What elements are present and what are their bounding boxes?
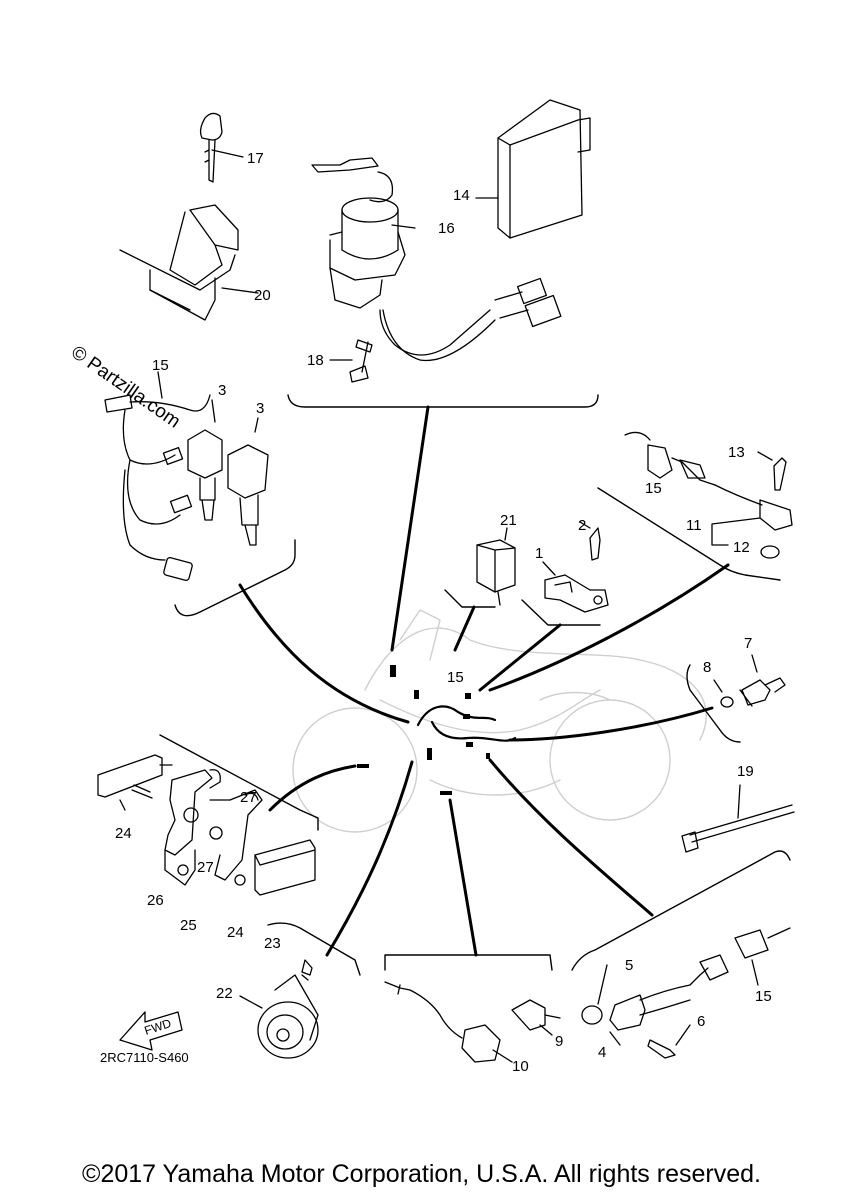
label-17: 17: [247, 150, 264, 167]
label-24-right: 24: [227, 924, 244, 941]
label-20: 20: [254, 287, 271, 304]
label-4: 4: [598, 1044, 606, 1061]
label-22: 22: [216, 985, 233, 1002]
holder-part-20: [119, 204, 259, 321]
label-2: 2: [578, 517, 586, 534]
label-24-left: 24: [115, 825, 132, 842]
label-8: 8: [703, 659, 711, 676]
sensor-part-4: [581, 927, 791, 1059]
label-10: 10: [512, 1058, 529, 1075]
callout-leaders: [238, 405, 730, 957]
main-switch-part-16: [311, 157, 562, 383]
bike-component-marks: [357, 665, 490, 795]
label-18: 18: [307, 352, 324, 369]
watermark: © Partzilla.com: [67, 342, 184, 433]
horn-part-22: [239, 959, 319, 1059]
ignition-coil-cluster: [104, 371, 269, 582]
diagram-code: 2RC7110-S460: [100, 1050, 189, 1065]
sender-part-7: [713, 654, 786, 708]
label-27-lower: 27: [197, 859, 214, 876]
label-15-topleft: 15: [152, 357, 169, 374]
label-26: 26: [147, 892, 164, 909]
label-19: 19: [737, 763, 754, 780]
motorcycle-outline: [292, 609, 707, 833]
reflector-assembly: [97, 754, 316, 896]
sensor-part-11: [624, 431, 793, 559]
label-1: 1: [535, 545, 543, 562]
key-part-17: [199, 112, 244, 183]
label-15-center: 15: [447, 669, 464, 686]
forward-direction-arrow: [119, 1011, 183, 1051]
center-wiring: [416, 705, 517, 742]
label-25: 25: [180, 917, 197, 934]
label-3-left: 3: [218, 382, 226, 399]
relay-part-21: [476, 527, 516, 606]
label-3-right: 3: [256, 400, 264, 417]
ecu-part-14: [475, 99, 591, 239]
cable-tie-part-19: [681, 784, 795, 853]
label-23: 23: [264, 935, 281, 952]
sensor-part-1: [542, 521, 609, 613]
label-6: 6: [697, 1013, 705, 1030]
label-14: 14: [453, 187, 470, 204]
label-15-right: 15: [645, 480, 662, 497]
label-27-upper: 27: [240, 789, 257, 806]
label-11: 11: [686, 517, 702, 534]
label-15-lower: 15: [755, 988, 772, 1005]
label-12: 12: [733, 539, 750, 556]
label-7: 7: [744, 635, 752, 652]
label-13: 13: [728, 444, 745, 461]
label-5: 5: [625, 957, 633, 974]
label-21: 21: [500, 512, 517, 529]
part-number-labels: 17 14 16 20 18 15 3 3 13 15 21 2 11 1 12…: [67, 150, 772, 1075]
callout-brackets: [159, 394, 791, 976]
label-16: 16: [438, 220, 455, 237]
label-9: 9: [555, 1033, 563, 1050]
copyright-notice: ©2017 Yamaha Motor Corporation, U.S.A. A…: [82, 1160, 761, 1188]
sensor-part-10: [384, 981, 561, 1063]
